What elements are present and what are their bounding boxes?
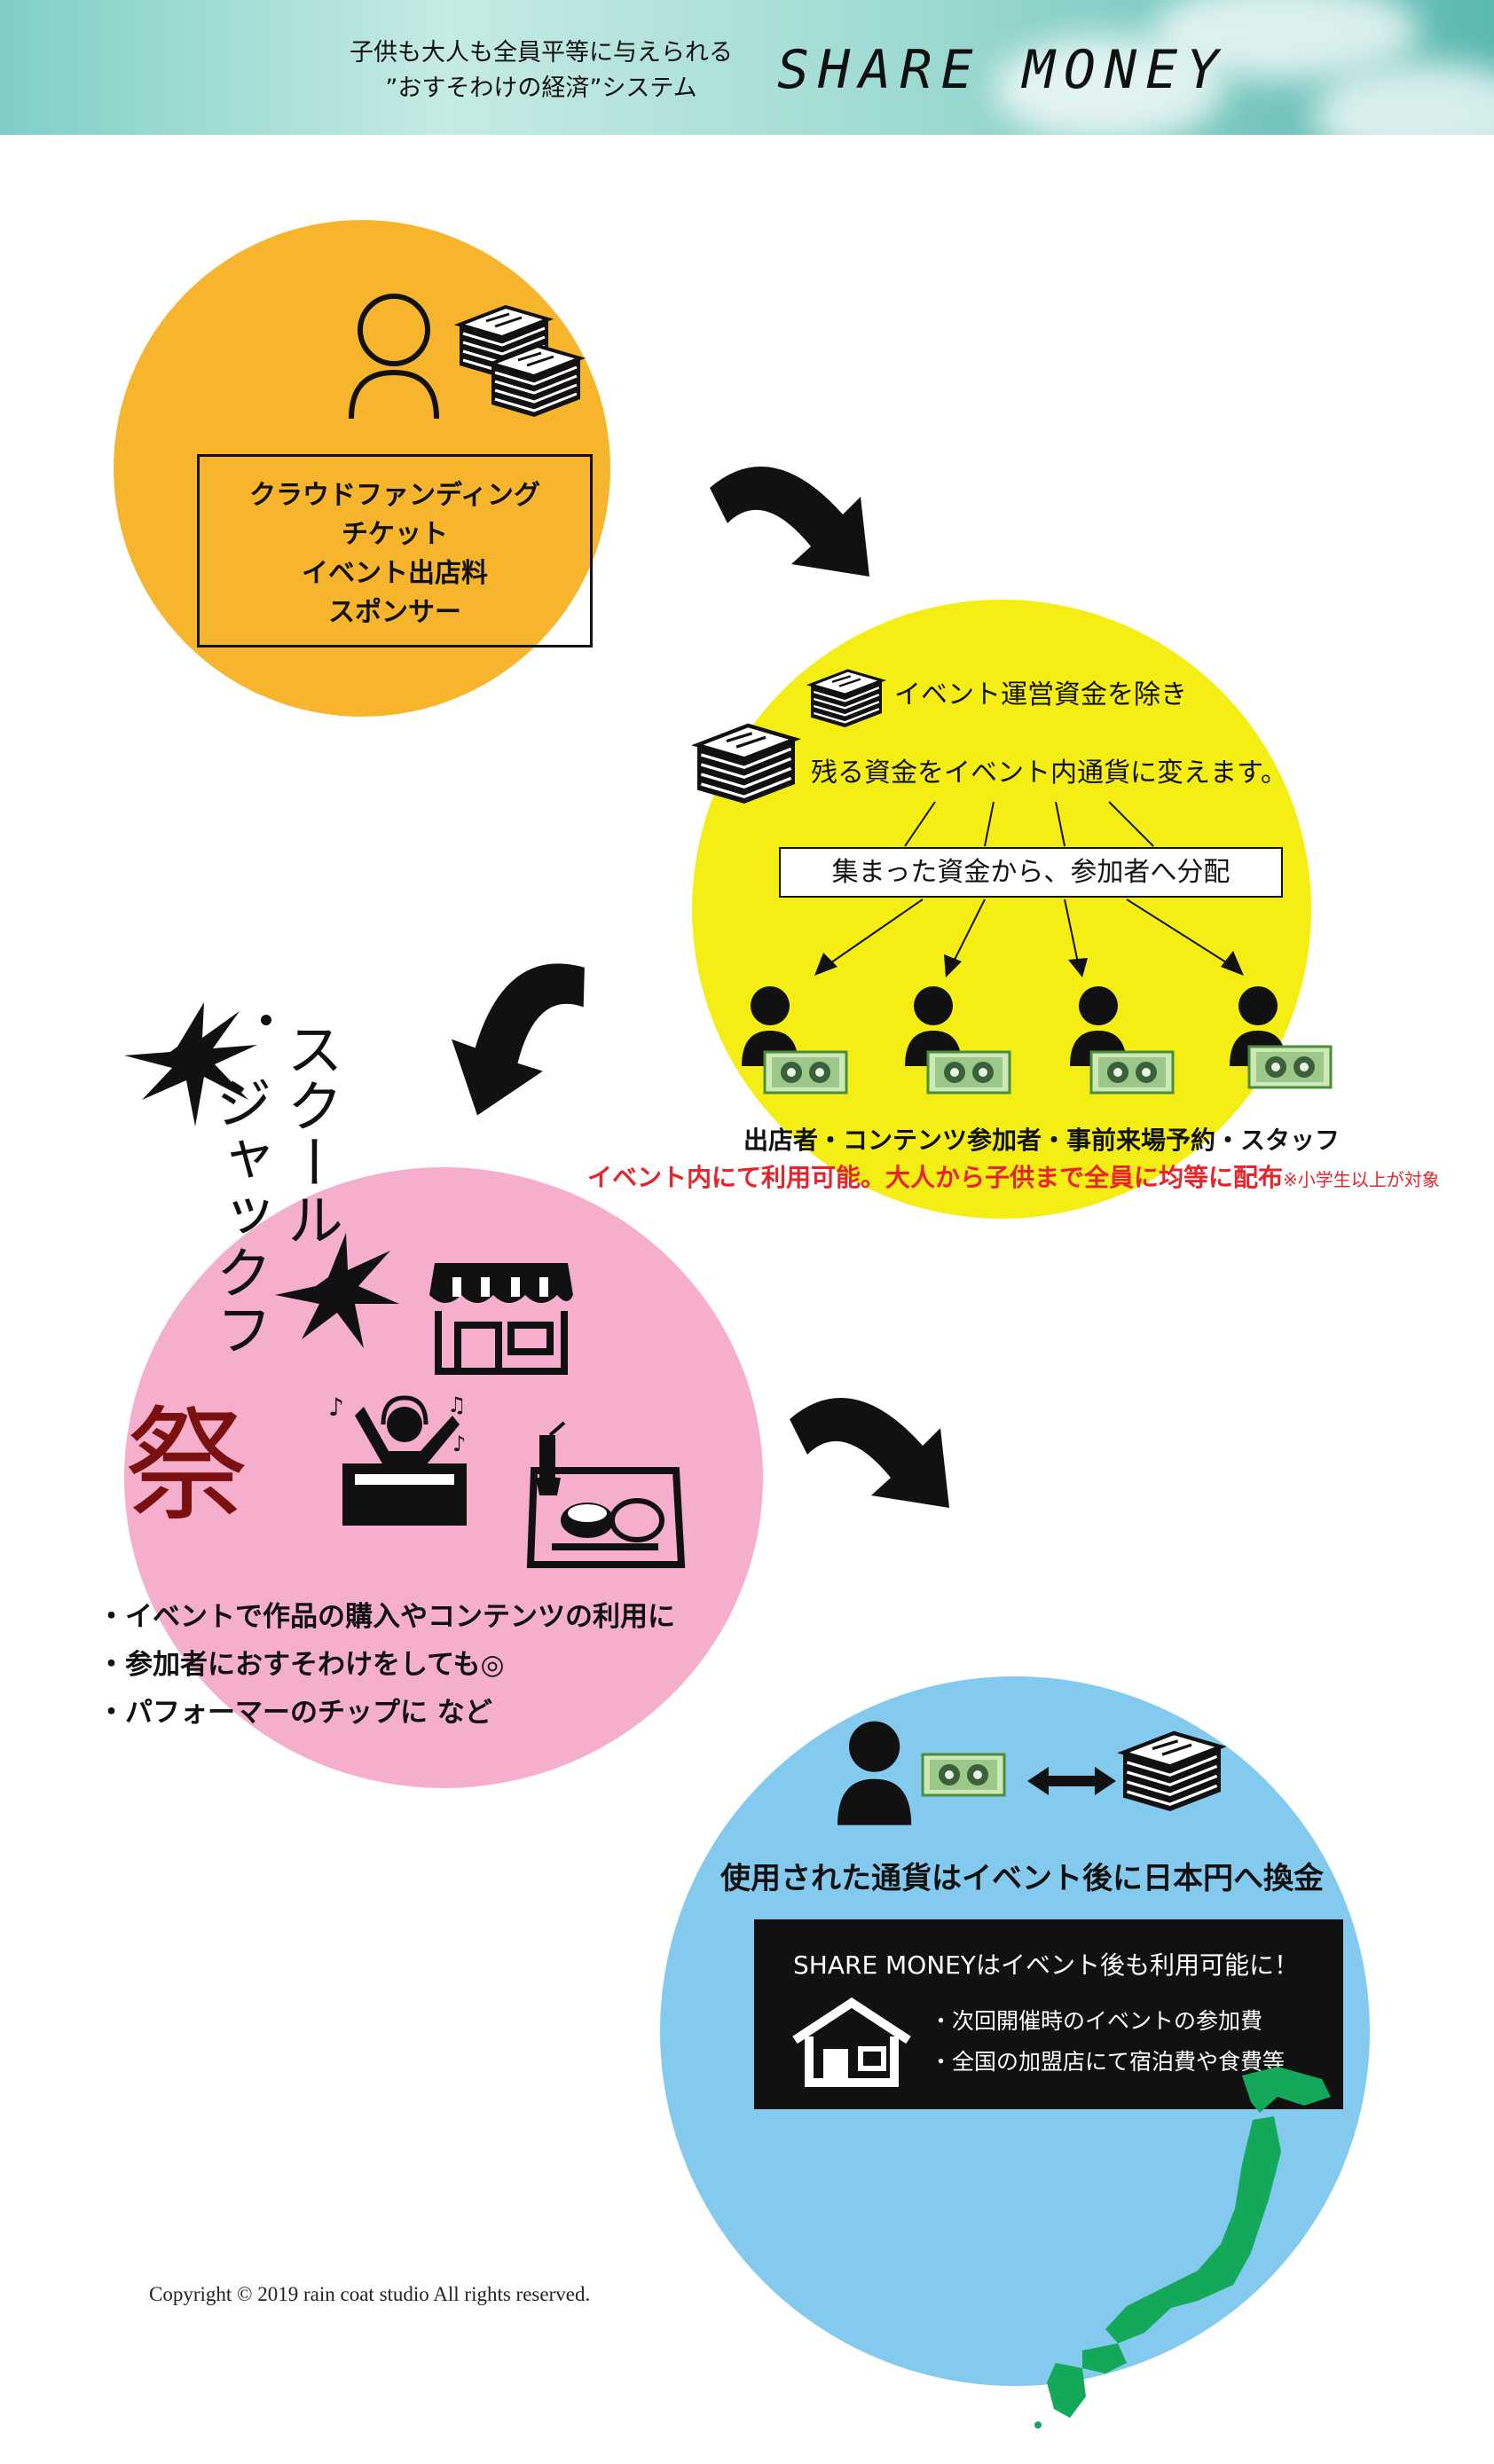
arrow-curve-icon [790, 1398, 949, 1508]
step2-line2: 残る資金をイベント内通貨に変えます。 [811, 757, 1287, 789]
bullet-item: ・イベントで作品の購入やコンテンツの利用に [98, 1601, 675, 1633]
arrow-curve-icon [710, 467, 869, 577]
tagline-line2: ”おすそわけの経済”システム [385, 75, 697, 102]
banknote-icon [1089, 1050, 1175, 1095]
funding-item: イベント出店料 [302, 558, 488, 589]
exchange-arrow-icon [1027, 1767, 1116, 1795]
shop-icon [429, 1263, 573, 1375]
step3-bullets: ・イベントで作品の購入やコンテンツの利用に ・参加者におすそわけをしても◎ ・パ… [98, 1593, 675, 1737]
banknote-icon [763, 1050, 848, 1095]
banknote-icon [926, 1050, 1011, 1095]
participants-text: 出店者・コンテンツ参加者・事前来場予約・スタッフ [743, 1126, 1341, 1155]
header-tagline: 子供も大人も全員平等に与えられる ”おすそわけの経済”システム [319, 35, 763, 106]
money-stack-icon [1123, 1733, 1230, 1831]
banknote-icon [1247, 1045, 1333, 1089]
food-tray-icon [526, 1421, 686, 1568]
box-items: ・次回開催時のイベントの参加費 ・全国の加盟店にて宿泊費や食費等 [930, 2001, 1285, 2083]
distribution-box: 集まった資金から、参加者へ分配 [779, 847, 1283, 898]
exchange-text: 使用された通貨はイベント後に日本円へ換金 [720, 1861, 1324, 1896]
dj-icon: ♪ ♫ ♪ [328, 1393, 467, 1526]
box-item: ・全国の加盟店にて宿泊費や食費等 [930, 2049, 1286, 2075]
box-title: SHARE MONEYはイベント後も利用可能に！ [793, 1950, 1299, 1980]
banknote-icon [921, 1753, 1006, 1797]
header-banner [0, 0, 1494, 169]
ink-splash [124, 1002, 271, 1126]
step1-circle [114, 220, 610, 717]
red-note-small: ※小学生以上が対象 [1283, 1169, 1440, 1190]
japan-map [1034, 2067, 1331, 2429]
distribution-lines [814, 801, 1244, 977]
funding-item: スポンサー [328, 597, 461, 628]
festival-title-line1: スクール [277, 1020, 342, 1247]
bullet-item: ・参加者におすそわけをしても◎ [98, 1649, 505, 1681]
festival-kanji: 祭 [124, 1394, 249, 1539]
box-item: ・次回開催時のイベントの参加費 [930, 2008, 1263, 2034]
person-icon [837, 1721, 912, 1825]
arrow-curve-icon [430, 948, 623, 1116]
copyright-text: Copyright © 2019 rain coat studio All ri… [149, 2283, 591, 2305]
red-note: イベント内にて利用可能。大人から子供まで全員に均等に配布※小学生以上が対象 [587, 1158, 1440, 1194]
svg-text:♪: ♪ [452, 1432, 466, 1456]
tagline-line1: 子供も大人も全員平等に与えられる [350, 39, 733, 67]
funding-item: クラウドファンディング [249, 480, 540, 511]
step2-line1: イベント運営資金を除き [894, 679, 1187, 710]
red-note-main: イベント内にて利用可能。大人から子供まで全員に均等に配布 [587, 1163, 1284, 1192]
funding-sources-box: クラウドファンディング チケット イベント出店料 スポンサー [197, 454, 593, 647]
funding-item: チケット [342, 519, 448, 550]
money-stack-icon [697, 726, 804, 814]
person-icon [349, 294, 439, 420]
house-icon [792, 1997, 911, 2087]
svg-text:♪: ♪ [328, 1393, 344, 1422]
festival-title-line2: ジャックフ [206, 1073, 271, 1357]
logo-text: SHARE MONEY [777, 39, 1228, 101]
ink-splash [275, 1233, 399, 1348]
money-stack-icon [458, 305, 582, 419]
bullet-item: ・パフォーマーのチップに など [98, 1697, 492, 1729]
svg-text:♫: ♫ [447, 1393, 467, 1417]
step2-circle [692, 600, 1311, 1219]
